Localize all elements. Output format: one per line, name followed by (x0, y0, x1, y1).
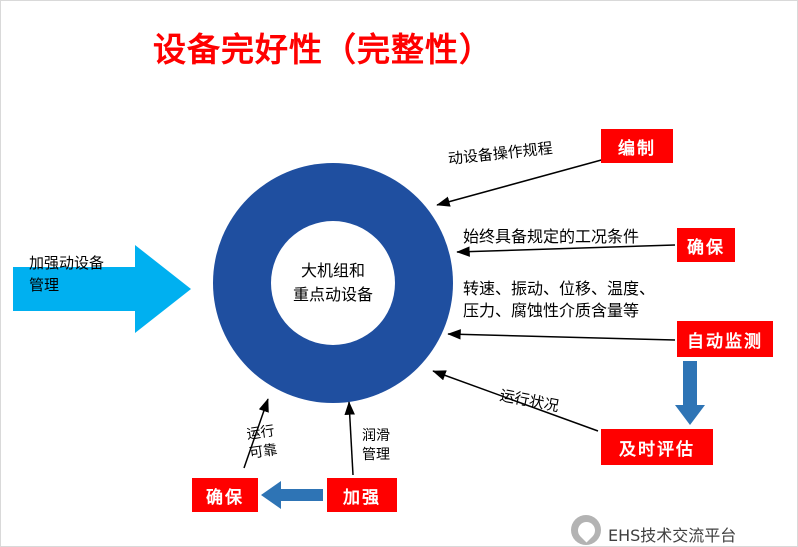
monitored-parameters-label: 转速、振动、位移、温度、 压力、腐蚀性介质含量等 (463, 279, 656, 320)
flow-arrow-strengthen-to-ensure (261, 481, 323, 509)
reliable-operation-label: 运行 可靠 (245, 423, 279, 462)
ensure-bottom-box: 确保 (192, 478, 258, 512)
auto-monitor-box-label: 自动监测 (687, 331, 763, 352)
lubrication-management-label: 润滑 管理 (362, 428, 390, 463)
compile-box-label: 编制 (618, 138, 656, 159)
ensure-bottom-box-label: 确保 (206, 487, 244, 508)
donut-ring: 大机组和 重点动设备 (213, 163, 453, 403)
flow-arrow-monitor-to-evaluate (675, 361, 705, 425)
strengthen-management-label: 加强动设备 管理 (29, 254, 105, 294)
slide-title: 设备完好性（完整性） (153, 30, 493, 69)
running-status-label: 运行状况 (498, 386, 561, 416)
strengthen-management-block-arrow (13, 245, 191, 333)
ensure-right-box-label: 确保 (687, 237, 725, 258)
ensure-right-box: 确保 (677, 228, 735, 262)
strengthen-box: 加强 (327, 478, 397, 512)
auto-monitor-box: 自动监测 (677, 321, 773, 357)
operation-procedure-label: 动设备操作规程 (447, 139, 554, 168)
working-condition-label: 始终具备规定的工况条件 (463, 227, 640, 246)
watermark-logo-icon (571, 515, 601, 545)
arrow-lubrication-to-donut (344, 401, 355, 476)
strengthen-box-label: 加强 (343, 487, 381, 508)
watermark-text: EHS技术交流平台 (608, 526, 737, 545)
donut-center: 大机组和 重点动设备 (271, 221, 395, 345)
timely-evaluate-box: 及时评估 (601, 429, 713, 465)
arrow-monitor-to-donut (447, 329, 676, 341)
compile-box: 编制 (601, 129, 673, 163)
timely-evaluate-box-label: 及时评估 (619, 439, 695, 460)
donut-label: 大机组和 重点动设备 (292, 261, 373, 304)
